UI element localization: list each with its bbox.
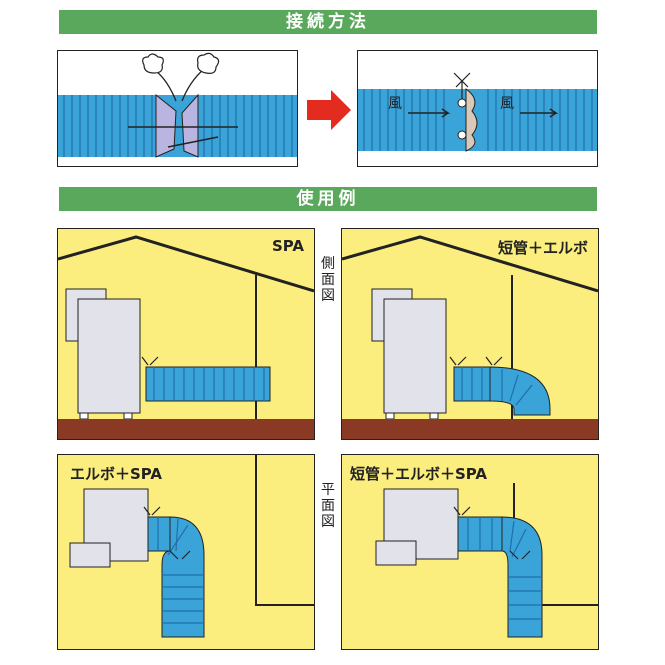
plan-view-label: 平面図: [321, 482, 335, 530]
connection-before-panel: [57, 50, 298, 167]
arrow-right-icon: [307, 90, 351, 130]
example-short-elbow-spa-plan: 短管＋エルボ＋SPA: [341, 454, 599, 650]
side-view-label: 側面図: [321, 256, 335, 304]
short-elbow-spa-plan-illustration: [375, 483, 598, 638]
example-label-short-elbow-spa: 短管＋エルボ＋SPA: [350, 465, 488, 483]
connection-after-panel: 風 風: [357, 50, 598, 167]
wind-label-right: 風: [500, 96, 514, 112]
wind-label-left: 風: [388, 96, 402, 112]
usage-example-title: 使用例: [296, 189, 360, 209]
connection-after-illustration: [358, 72, 597, 152]
example-label-spa: SPA: [271, 237, 304, 255]
connection-before-illustration: [58, 52, 297, 158]
spa-side-illustration: [58, 235, 314, 439]
elbow-spa-plan-illustration: [69, 455, 314, 638]
usage-example-banner: 使用例: [59, 187, 597, 211]
example-short-elbow-side: 短管＋エルボ: [341, 228, 599, 440]
example-spa-side: SPA: [57, 228, 315, 440]
example-label-elbow-spa: エルボ＋SPA: [70, 465, 163, 483]
example-elbow-spa-plan: エルボ＋SPA: [57, 454, 315, 650]
short-elbow-side-illustration: [342, 235, 598, 439]
connection-method-title: 接続方法: [286, 12, 370, 32]
example-label-short-elbow: 短管＋エルボ: [497, 239, 588, 257]
connection-method-banner: 接続方法: [59, 10, 597, 34]
